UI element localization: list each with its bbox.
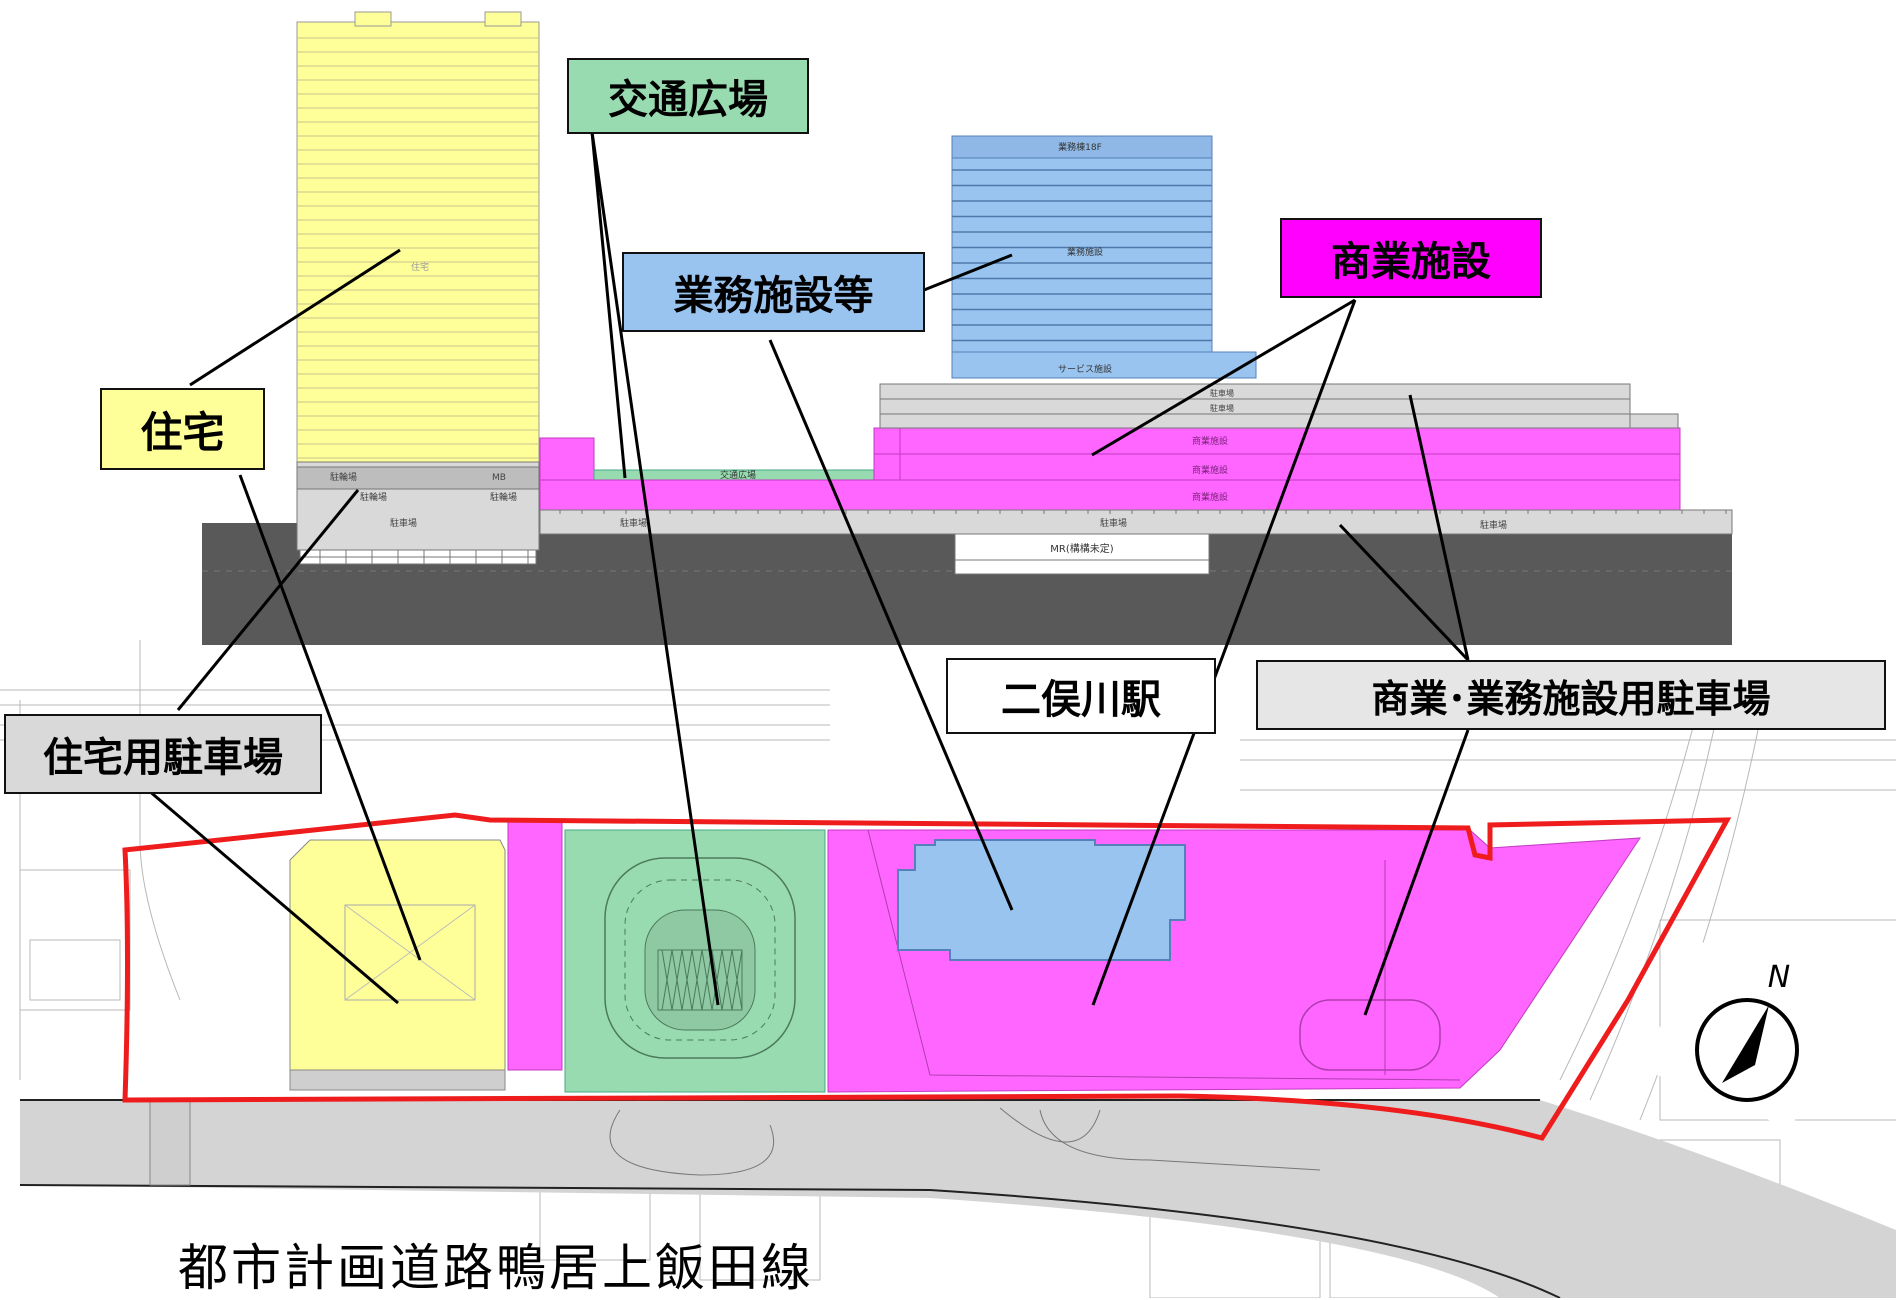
cross-section: 住宅 駐輪場 MB 駐輪場 駐輪場 駐車場 交通広場 商業施設 商業施設 商業施… [202, 11, 1733, 645]
commercial-section-band [539, 479, 1681, 511]
section-text-mr: MR(構構未定) [1050, 542, 1113, 555]
section-text-parking-1: 駐車場 [390, 517, 417, 529]
site-plan: N [0, 640, 1896, 1298]
compass-arrow-icon [1722, 1005, 1769, 1083]
residential-tower [296, 21, 540, 468]
residence-area [289, 839, 506, 1071]
commercial-parking-lower [539, 509, 1733, 535]
section-text-office-18f: 業務棟18F [1058, 141, 1102, 153]
section-text-service: サービス施設 [1058, 363, 1112, 375]
commercial-parking-upper [879, 383, 1631, 429]
site-boundary [122, 812, 1732, 1141]
section-text-parking-2: 駐車場 [1210, 388, 1234, 398]
leader-lines [147, 131, 1470, 1016]
section-text-mb: MB [492, 473, 506, 483]
road-surface [20, 1100, 1896, 1298]
label-residence-parking: 住宅用駐車場 [4, 714, 322, 794]
section-text-bicycle-parking-2: 駐輪場 [360, 491, 387, 503]
office-area [897, 839, 1186, 961]
label-commercial-office-parking: 商業･業務施設用駐車場 [1256, 660, 1886, 730]
label-station: 二俣川駅 [946, 658, 1216, 734]
section-text-parking-3: 駐車場 [1210, 403, 1234, 413]
section-text-bicycle-parking: 駐輪場 [330, 471, 357, 483]
label-traffic-plaza: 交通広場 [567, 58, 809, 134]
bay-hatch-line [721, 949, 733, 1011]
section-text-residence: 住宅 [411, 261, 429, 273]
bay-hatch-line [711, 949, 723, 1011]
label-commercial: 商業施設 [1280, 218, 1542, 298]
bay-hatch-line [661, 949, 673, 1011]
mr-box [954, 533, 1210, 575]
section-text-office: 業務施設 [1067, 246, 1103, 258]
office-tower [951, 135, 1213, 379]
section-text-parking-4: 駐車場 [620, 517, 647, 529]
bus-loop [604, 857, 796, 1059]
section-text-commercial-1: 商業施設 [1192, 435, 1228, 447]
section-text-commercial-2: 商業施設 [1192, 464, 1228, 476]
section-text-bicycle-parking-3: 駐輪場 [490, 491, 517, 503]
compass: N [1642, 939, 1844, 1130]
bus-bay [657, 949, 743, 1011]
bay-hatch-line [731, 949, 743, 1011]
label-office: 業務施設等 [622, 252, 925, 332]
section-text-commercial-3: 商業施設 [1192, 491, 1228, 503]
road-name-label: 都市計画道路鴨居上飯田線 [178, 1239, 814, 1297]
bay-hatch-line [691, 949, 703, 1011]
commercial-strip [507, 819, 563, 1071]
bay-hatch-line [681, 949, 693, 1011]
label-residence: 住宅 [100, 388, 265, 470]
section-text-parking-5: 駐車場 [1100, 517, 1127, 529]
compass-north-label: N [1768, 960, 1790, 995]
section-text-parking-6: 駐車場 [1480, 519, 1507, 531]
bay-hatch-line [671, 949, 683, 1011]
section-text-plaza: 交通広場 [720, 469, 756, 481]
